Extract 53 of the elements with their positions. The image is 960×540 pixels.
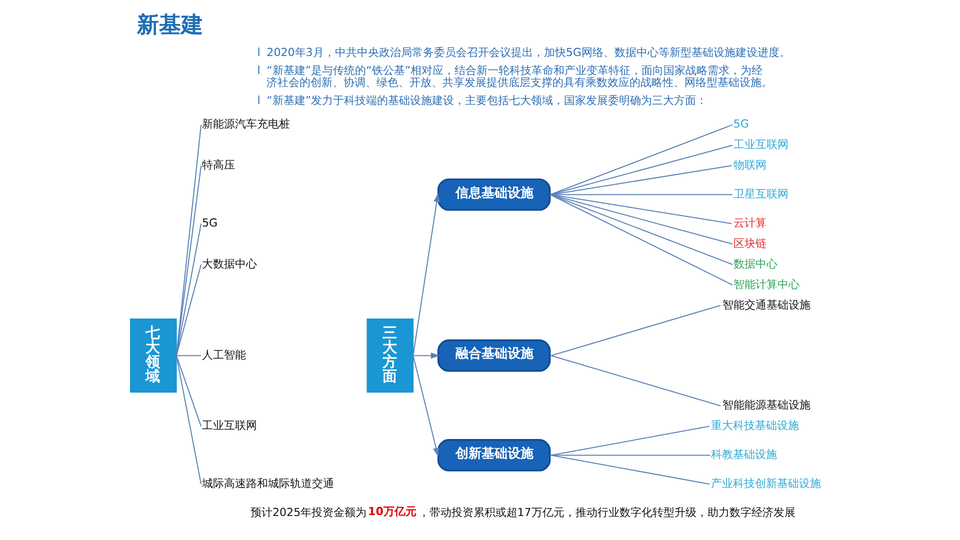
connector [176, 355, 202, 356]
label: “新基建”是与传统的“铁公基”相对应，结合新一轮科技革命和产业变革特征，面向国家战略需求，为经济社会的创新、协调、绿色、开放、共享发展提供底层支撑的具有乘数效应的战略性、网络型基础设施。 [266, 64, 773, 89]
node-text: 产业科技创新基础设施 [711, 477, 822, 490]
node-text: 人工智能 [202, 348, 246, 362]
node-text: 大数据中心 [202, 257, 257, 270]
connector [551, 194, 732, 224]
node-text: 特高压 [202, 158, 235, 172]
arrow [413, 352, 440, 359]
node-box: 七大领域 [130, 318, 177, 393]
node-text: 卫星互联网 [733, 188, 788, 201]
node-text: 重大科技基础设施 [711, 419, 800, 432]
connector [176, 224, 202, 356]
node-text: 工业互联网 [202, 419, 257, 432]
node-text: 云计算 [733, 216, 766, 230]
connector [176, 355, 202, 426]
node-text: 智能能源基础设施 [722, 398, 810, 412]
label: 2020年3月，中共中央政治局常务委员会召开会议提出，加快5G网络、数据中心等新型基础设施建设进度。 [266, 46, 790, 60]
connector [176, 264, 202, 356]
node-box: 创新基础设施 [437, 439, 551, 472]
connector [550, 144, 733, 196]
connector [551, 454, 710, 485]
node-text: 工业互联网 [733, 138, 788, 152]
node-text: 5G [733, 118, 749, 131]
diagram-title: 新基建 [137, 12, 204, 38]
node-text: 区块链 [733, 236, 766, 250]
connector [550, 124, 733, 196]
connector [551, 426, 710, 456]
node-box: 三大方面 [366, 318, 414, 393]
label: l [257, 46, 260, 60]
node-text: 科教基础设施 [711, 448, 778, 462]
node-box: 信息基础设施 [437, 178, 551, 211]
node-box: 融合基础设施 [437, 339, 551, 372]
label: l [257, 94, 260, 107]
connector [550, 304, 721, 356]
connector [176, 124, 202, 356]
connector [551, 165, 732, 196]
arrow [412, 355, 440, 457]
node-text: 数据中心 [733, 257, 778, 270]
connector [176, 356, 202, 484]
label: l [257, 64, 260, 78]
node-text: 物联网 [733, 158, 766, 172]
node-text: 新能源汽车充电桩 [202, 118, 290, 131]
connector [550, 454, 710, 456]
connector [176, 166, 202, 356]
node-text: 智能计算中心 [733, 278, 800, 291]
label: “新基建”发力于科技端的基础设施建设，主要包括七大领域，国家发展委明确为三大方面： [266, 94, 708, 107]
connector [550, 194, 733, 265]
node-text: 城际高速路和城际轨道交通 [202, 477, 334, 490]
arrow [412, 193, 440, 356]
node-text: 智能交通基础设施 [722, 298, 810, 312]
node-text: 5G [202, 216, 218, 230]
connector [550, 355, 721, 406]
connector [550, 194, 733, 286]
